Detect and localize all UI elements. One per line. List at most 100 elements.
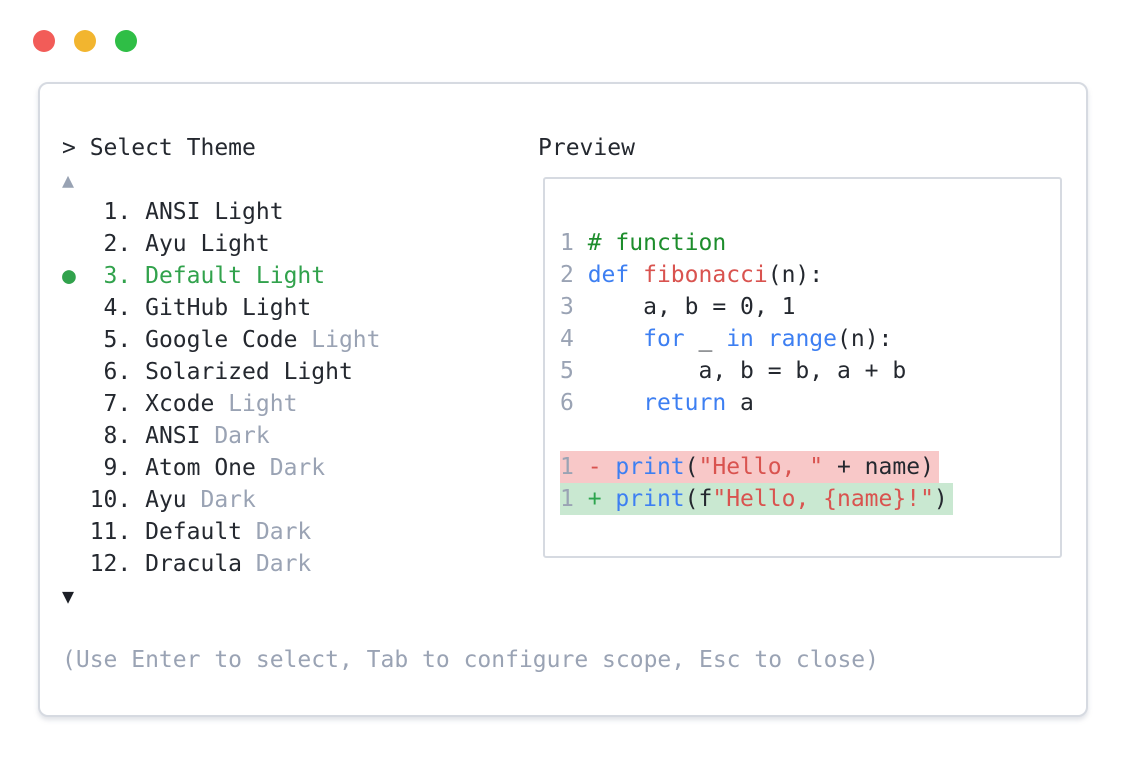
scroll-up-icon[interactable]: ▲ bbox=[62, 168, 75, 192]
theme-number: 2. bbox=[89, 231, 146, 257]
line-number: 3 bbox=[560, 294, 588, 320]
code-token: (n): bbox=[837, 326, 893, 352]
code-token: _ bbox=[684, 326, 727, 352]
theme-item-default-dark[interactable]: 11. Default Dark bbox=[62, 516, 879, 548]
bullet-placeholder bbox=[62, 359, 90, 385]
selected-bullet-icon: ● bbox=[62, 263, 90, 289]
theme-number: 11. bbox=[89, 519, 146, 545]
theme-name: ANSI bbox=[145, 199, 201, 225]
theme-variant: Dark bbox=[255, 455, 326, 481]
theme-item-xcode-light[interactable]: 7. Xcode Light bbox=[62, 388, 879, 420]
code-token bbox=[588, 326, 643, 352]
theme-number: 5. bbox=[89, 327, 146, 353]
line-number: 1 bbox=[560, 454, 588, 480]
theme-item-ansi-light[interactable]: 1. ANSI Light bbox=[62, 196, 879, 228]
theme-item-atom-one-dark[interactable]: 9. Atom One Dark bbox=[62, 452, 879, 484]
code-token bbox=[588, 390, 643, 416]
line-number: 6 bbox=[560, 390, 588, 416]
code-line-5: 5 a, b = b, a + b bbox=[560, 355, 1060, 387]
theme-variant: Light bbox=[297, 327, 381, 353]
theme-variant: Light bbox=[186, 231, 270, 257]
code-token: (n): bbox=[767, 262, 824, 288]
theme-item-dracula-dark[interactable]: 12. Dracula Dark bbox=[62, 548, 879, 580]
theme-number: 10. bbox=[89, 487, 146, 513]
theme-picker-window: > Select Theme ▲ 1. ANSI Light 2. Ayu Li… bbox=[38, 82, 1088, 717]
theme-variant: Light bbox=[200, 199, 284, 225]
maximize-button-icon[interactable] bbox=[115, 30, 137, 52]
theme-name: GitHub bbox=[145, 295, 229, 321]
line-number: 1 bbox=[560, 230, 588, 256]
code-token: for bbox=[643, 326, 685, 352]
code-token: a bbox=[726, 390, 754, 416]
theme-name: Dracula bbox=[145, 551, 243, 577]
diff-sign: + bbox=[587, 486, 616, 512]
theme-item-github-light[interactable]: 4. GitHub Light bbox=[62, 292, 879, 324]
spacer bbox=[62, 612, 879, 644]
theme-item-ayu-dark[interactable]: 10. Ayu Dark bbox=[62, 484, 879, 516]
code-token: a, b = 0, 1 bbox=[587, 294, 796, 320]
theme-variant: Light bbox=[242, 263, 326, 289]
theme-number: 4. bbox=[89, 295, 146, 321]
theme-number: 8. bbox=[89, 423, 146, 449]
code-token: + name) bbox=[823, 454, 934, 480]
theme-variant: Dark bbox=[200, 423, 270, 449]
theme-variant: Light bbox=[214, 391, 298, 417]
theme-item-ayu-light[interactable]: 2. Ayu Light bbox=[62, 228, 879, 260]
code-line-1: 1 # function bbox=[560, 227, 1060, 259]
theme-name: Default bbox=[145, 519, 243, 545]
theme-item-ansi-dark[interactable]: 8. ANSI Dark bbox=[62, 420, 879, 452]
theme-name: Solarized bbox=[145, 359, 270, 385]
code-token: ) bbox=[933, 486, 948, 512]
diff-added-highlight: 1 + print(f"Hello, {name}!") bbox=[560, 483, 953, 515]
code-token: ( bbox=[684, 454, 699, 480]
code-line-4: 4 for _ in range(n): bbox=[560, 323, 1060, 355]
code-line-3: 3 a, b = 0, 1 bbox=[560, 291, 1060, 323]
bullet-placeholder bbox=[62, 231, 90, 257]
line-number: 2 bbox=[560, 262, 588, 288]
theme-selector-panel: > Select Theme ▲ 1. ANSI Light 2. Ayu Li… bbox=[62, 132, 879, 676]
theme-item-google-code-light[interactable]: 5. Google Code Light bbox=[62, 324, 879, 356]
bullet-placeholder bbox=[62, 295, 90, 321]
theme-number: 7. bbox=[89, 391, 146, 417]
code-token: # function bbox=[587, 230, 727, 256]
scroll-down-icon[interactable]: ▼ bbox=[62, 584, 75, 608]
bullet-placeholder bbox=[62, 487, 90, 513]
bullet-placeholder bbox=[62, 455, 90, 481]
bullet-placeholder bbox=[62, 551, 90, 577]
theme-name: Atom One bbox=[145, 455, 256, 481]
code-token: "Hello, {name}!" bbox=[712, 486, 934, 512]
theme-name: Default bbox=[145, 263, 243, 289]
code-line-2: 2 def fibonacci(n): bbox=[560, 259, 1060, 291]
diff-sign: - bbox=[587, 454, 616, 480]
code-token: def bbox=[587, 262, 630, 288]
theme-item-default-light[interactable]: ● 3. Default Light bbox=[62, 260, 879, 292]
theme-list: 1. ANSI Light 2. Ayu Light● 3. Default L… bbox=[62, 196, 879, 580]
code-line-6: 6 return a bbox=[560, 387, 1060, 419]
code-token: "Hello, " bbox=[698, 454, 824, 480]
code-token: return bbox=[643, 390, 727, 416]
theme-name: ANSI bbox=[145, 423, 201, 449]
theme-variant: Light bbox=[228, 295, 312, 321]
theme-variant: Light bbox=[269, 359, 353, 385]
bullet-placeholder bbox=[62, 391, 90, 417]
theme-name: Google Code bbox=[145, 327, 298, 353]
theme-number: 6. bbox=[89, 359, 146, 385]
close-button-icon[interactable] bbox=[33, 30, 55, 52]
select-theme-prompt: > Select Theme bbox=[62, 135, 256, 161]
line-number: 4 bbox=[560, 326, 588, 352]
code-token: a, b = b, a + b bbox=[587, 358, 907, 384]
diff-line-removed: 1 - print("Hello, " + name) bbox=[560, 451, 1060, 483]
minimize-button-icon[interactable] bbox=[74, 30, 96, 52]
bullet-placeholder bbox=[62, 199, 90, 225]
theme-name: Ayu bbox=[145, 487, 187, 513]
theme-variant: Dark bbox=[186, 487, 256, 513]
code-token: print bbox=[615, 454, 685, 480]
theme-number: 1. bbox=[89, 199, 146, 225]
preview-label: Preview bbox=[538, 135, 635, 161]
line-number: 5 bbox=[560, 358, 588, 384]
theme-number: 9. bbox=[89, 455, 146, 481]
code-token: print bbox=[615, 486, 685, 512]
theme-item-solarized-light[interactable]: 6. Solarized Light bbox=[62, 356, 879, 388]
